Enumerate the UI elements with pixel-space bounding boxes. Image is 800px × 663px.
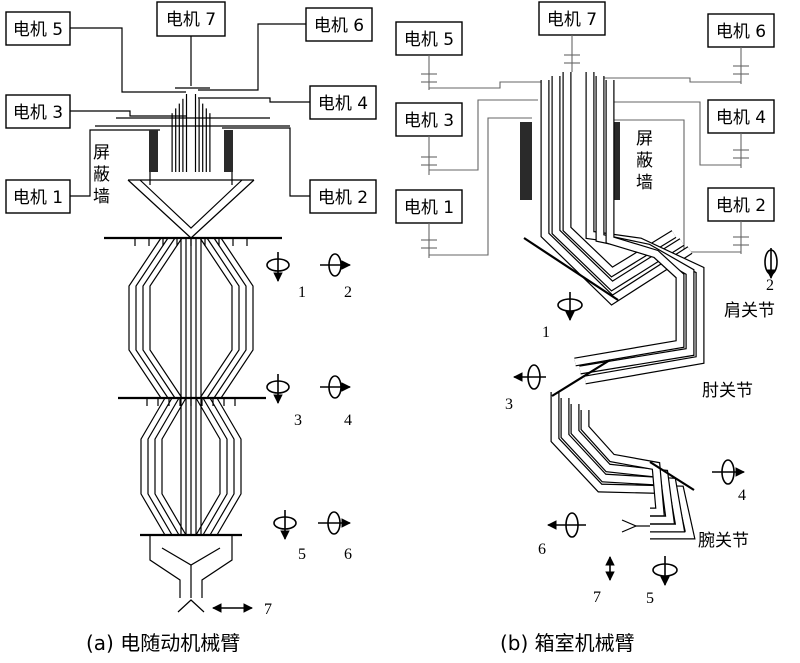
segment-cable-left-a-2 [140, 397, 166, 536]
segment-cable-left-a-1 [149, 237, 183, 399]
motor-5-box-b: 电机 5 [395, 21, 463, 56]
joint-number-a-3: 3 [294, 412, 302, 429]
joint-number-a-4: 4 [344, 412, 352, 429]
motor-7-box-a: 电机 7 [156, 1, 226, 37]
motor-1-label-a: 电机 1 [13, 188, 63, 208]
motor-7-label-b: 电机 7 [547, 10, 597, 30]
segment-cable-left-a-2 [147, 397, 173, 536]
motor-6-label-a: 电机 6 [314, 16, 364, 36]
motor-3-label-a: 电机 3 [13, 103, 63, 123]
motor-5-label-a: 电机 5 [13, 20, 63, 40]
segment-cable-left-a-2 [154, 397, 180, 536]
segment-cable-left-a-2 [161, 397, 187, 536]
lower-tube-inner-b-3 [571, 404, 674, 524]
joint-number-a-7: 7 [264, 601, 272, 618]
shield-label-a-2: 蔽 [93, 165, 110, 185]
motor-2-label-a: 电机 2 [318, 188, 368, 208]
joint-number-b-2: 2 [766, 277, 774, 294]
motor-4-label-a: 电机 4 [318, 94, 368, 114]
shoulder-joint-label: 肩关节 [724, 301, 775, 321]
joint-number-b-5: 5 [646, 590, 654, 607]
cone-a-1 [127, 179, 255, 239]
segment-cable-right-a-2 [209, 397, 235, 536]
motor-4-box-b: 电机 4 [707, 99, 775, 134]
joint-number-b-1: 1 [542, 324, 550, 341]
joint-number-b-7: 7 [593, 589, 601, 606]
segment-cable-right-a-2 [216, 397, 242, 536]
shield-label-a-1: 屏 [93, 143, 110, 163]
gripper-a [177, 599, 205, 613]
joint-number-a-2: 2 [344, 284, 352, 301]
shield-label-a-3: 墙 [93, 187, 110, 207]
caption-a: (a) 电随动机械臂 [86, 631, 240, 655]
elbow-joint-label: 肘关节 [702, 381, 753, 401]
motor-7-box-b: 电机 7 [538, 1, 606, 36]
motor-2-box-a: 电机 2 [309, 179, 377, 214]
elbow-plate-b [551, 359, 611, 397]
wrist-joint-label: 腕关节 [698, 531, 749, 551]
motor-2-label-b: 电机 2 [716, 196, 766, 216]
wrist-plate-b [649, 461, 695, 491]
panel-a: 电机 5 电机 7 电机 6 电机 3 电机 4 电机 1 电机 2 [5, 1, 377, 655]
motor-6-box-b: 电机 6 [707, 13, 775, 48]
shoulder-plate-b [523, 237, 619, 301]
segment-cable-left-a-1 [142, 237, 176, 399]
motor-5-box-a: 电机 5 [5, 11, 71, 46]
motor-couplings-b [421, 35, 749, 258]
shield-label-b-3: 墙 [636, 173, 653, 193]
panel-b: 电机 5 电机 7 电机 6 电机 3 电机 4 电机 1 电机 2 [395, 1, 778, 655]
wrist-cone-a [161, 547, 221, 566]
segment-cable-right-a-2 [195, 397, 221, 536]
segment-cable-left-a-1 [135, 237, 169, 399]
motor-4-box-a: 电机 4 [309, 85, 377, 120]
shield-label-b-1: 屏 [636, 129, 653, 149]
segment-cable-left-a-1 [128, 237, 162, 399]
motor-1-box-a: 电机 1 [5, 179, 71, 214]
motor-1-label-b: 电机 1 [404, 198, 454, 218]
joint-number-a-5: 5 [298, 546, 306, 563]
motor-4-label-b: 电机 4 [716, 108, 766, 128]
segment-cable-right-a-1 [213, 237, 247, 399]
motor-6-label-b: 电机 6 [716, 22, 766, 42]
wrist-right-a [201, 535, 233, 598]
motor-2-box-b: 电机 2 [707, 187, 775, 222]
gripper-b [621, 519, 638, 533]
segment-cable-right-a-1 [220, 237, 254, 399]
arm-trunk-b [523, 72, 705, 540]
motor-7-label-a: 电机 7 [166, 10, 216, 30]
cable-tube-inner-b-1 [541, 80, 692, 305]
shield-wall-right-a [224, 130, 233, 172]
motor-5-label-b: 电机 5 [404, 30, 454, 50]
motor-3-box-b: 电机 3 [395, 102, 463, 137]
segment-cable-right-a-1 [206, 237, 240, 399]
shield-label-b-2: 蔽 [636, 151, 653, 171]
segment-cable-right-a-1 [199, 237, 233, 399]
motor-1-box-b: 电机 1 [395, 189, 463, 224]
motor-wires-a [70, 23, 310, 197]
shield-wall-left-b [520, 122, 532, 200]
joint-number-b-3: 3 [505, 396, 513, 413]
motor-3-box-a: 电机 3 [5, 94, 71, 129]
joint-number-a-6: 6 [344, 546, 352, 563]
shield-wall-left-a [149, 130, 158, 172]
arm-trunk-a [104, 94, 282, 613]
joint-number-b-4: 4 [738, 487, 746, 504]
joint-number-a-1: 1 [298, 284, 306, 301]
motor-3-label-b: 电机 3 [404, 111, 454, 131]
cable-tube-inner-b-6 [574, 80, 684, 366]
rotation-symbols-a [212, 252, 351, 613]
caption-b: (b) 箱室机械臂 [500, 631, 635, 655]
lower-tube-inner-b-2 [561, 398, 684, 532]
cone-a-1b [139, 179, 243, 229]
cable-tube-inner-b-2 [552, 76, 684, 291]
lower-tube-inner-b-4 [581, 410, 664, 516]
joint-number-b-6: 6 [538, 541, 546, 558]
segment-cable-right-a-2 [202, 397, 228, 536]
rotation-symbols-b [513, 248, 778, 586]
lower-tube-inner-b-1 [551, 392, 695, 539]
wrist-left-a [149, 535, 181, 598]
motor-6-box-a: 电机 6 [305, 7, 373, 42]
